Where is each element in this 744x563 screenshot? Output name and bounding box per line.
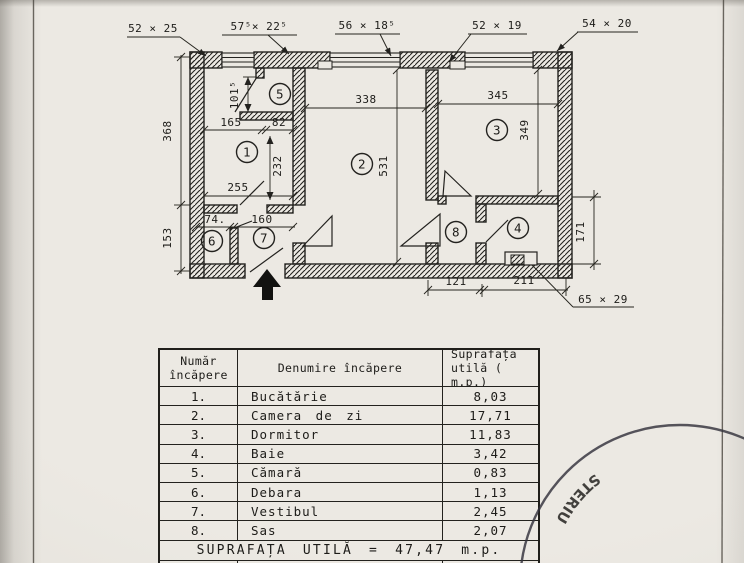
- header-area: Suprafața utilă ( m.p.): [451, 350, 517, 386]
- dim-531: 531: [377, 155, 390, 176]
- table-row: 7. Vestibul 2,45: [160, 502, 538, 522]
- walls: [189, 51, 573, 279]
- room-2: 2: [358, 157, 366, 172]
- dimension-arrowheads: [244, 77, 274, 200]
- table-row: 4. Baie 3,42: [160, 444, 538, 464]
- dim-345: 345: [487, 89, 508, 102]
- room-area-table: Număr încăpere Denumire încăpere Suprafa…: [158, 348, 540, 563]
- window-label-5: 54 × 20: [582, 17, 632, 30]
- entrance-arrow: [253, 269, 281, 300]
- room-8: 8: [452, 225, 460, 240]
- dim-65x29: 65 × 29: [578, 293, 628, 306]
- table-footer-total: SUPRAFAȚA UTILĂ = 47,47 m.p.: [160, 541, 538, 561]
- room-6: 6: [208, 234, 216, 249]
- room-4: 4: [514, 221, 522, 236]
- table-row: 1. Bucătărie 8,03: [160, 387, 538, 407]
- dim-255: 255: [227, 181, 248, 194]
- dim-82: 82: [272, 116, 286, 129]
- table-next-row-sliver: [160, 561, 538, 563]
- table-row: 2. Camera de zi 17,71: [160, 406, 538, 426]
- door-swing-room3: [442, 169, 473, 197]
- dim-368: 368: [161, 120, 174, 141]
- room-number-texts: 1 2 3 4 5 6 7 8: [208, 87, 522, 249]
- table-row: 5. Cămară 0,83: [160, 463, 538, 483]
- vent-fixture: [504, 251, 538, 266]
- room-numbers: [200, 82, 530, 253]
- window-label-1: 52 × 25: [128, 22, 178, 35]
- window-label-4: 52 × 19: [472, 19, 522, 32]
- dimension-lines: [174, 52, 634, 308]
- window-label-3: 56 × 18⁵: [339, 19, 396, 32]
- table-row: 6. Debara 1,13: [160, 482, 538, 503]
- door-swing-room2-right: [399, 212, 441, 247]
- dim-232: 232: [271, 155, 284, 176]
- table-row: 3. Dormitor 11,83: [160, 425, 538, 445]
- room-5: 5: [276, 87, 284, 102]
- svg-text:STERIU: STERIU: [552, 470, 603, 526]
- stamp-text: STERIU: [552, 470, 602, 526]
- stamp: STERIU: [520, 423, 744, 563]
- dim-349: 349: [518, 119, 531, 140]
- dim-165: 165: [220, 116, 241, 129]
- window-labels: 52 × 25 57⁵× 22⁵ 56 × 18⁵ 52 × 19 54 × 2…: [127, 17, 638, 63]
- dim-211: 211: [513, 274, 534, 287]
- dim-160: 160: [251, 213, 272, 226]
- dim-74: 74.: [204, 213, 225, 226]
- window-label-2: 57⁵× 22⁵: [231, 20, 288, 33]
- dimension-texts: 368 153 101⁵ 165 82 232 255 338 531 345 …: [161, 81, 628, 306]
- room-3: 3: [493, 123, 501, 138]
- table-row: 8. Sas 2,07: [160, 521, 538, 541]
- room-1: 1: [243, 145, 251, 160]
- header-room-number: Număr încăpere: [160, 350, 238, 386]
- dim-338: 338: [355, 93, 376, 106]
- dim-121: 121: [445, 275, 466, 288]
- room-7: 7: [260, 231, 268, 246]
- table-header-row: Număr încăpere Denumire încăpere Suprafa…: [160, 350, 538, 387]
- dim-153: 153: [161, 227, 174, 248]
- door-leaves: [233, 76, 509, 273]
- dim-171: 171: [574, 221, 587, 242]
- door-swing-room2-left: [301, 214, 333, 247]
- header-room-name: Denumire încăpere: [238, 350, 443, 386]
- dim-101-5: 101⁵: [228, 81, 241, 110]
- windows: [221, 52, 534, 70]
